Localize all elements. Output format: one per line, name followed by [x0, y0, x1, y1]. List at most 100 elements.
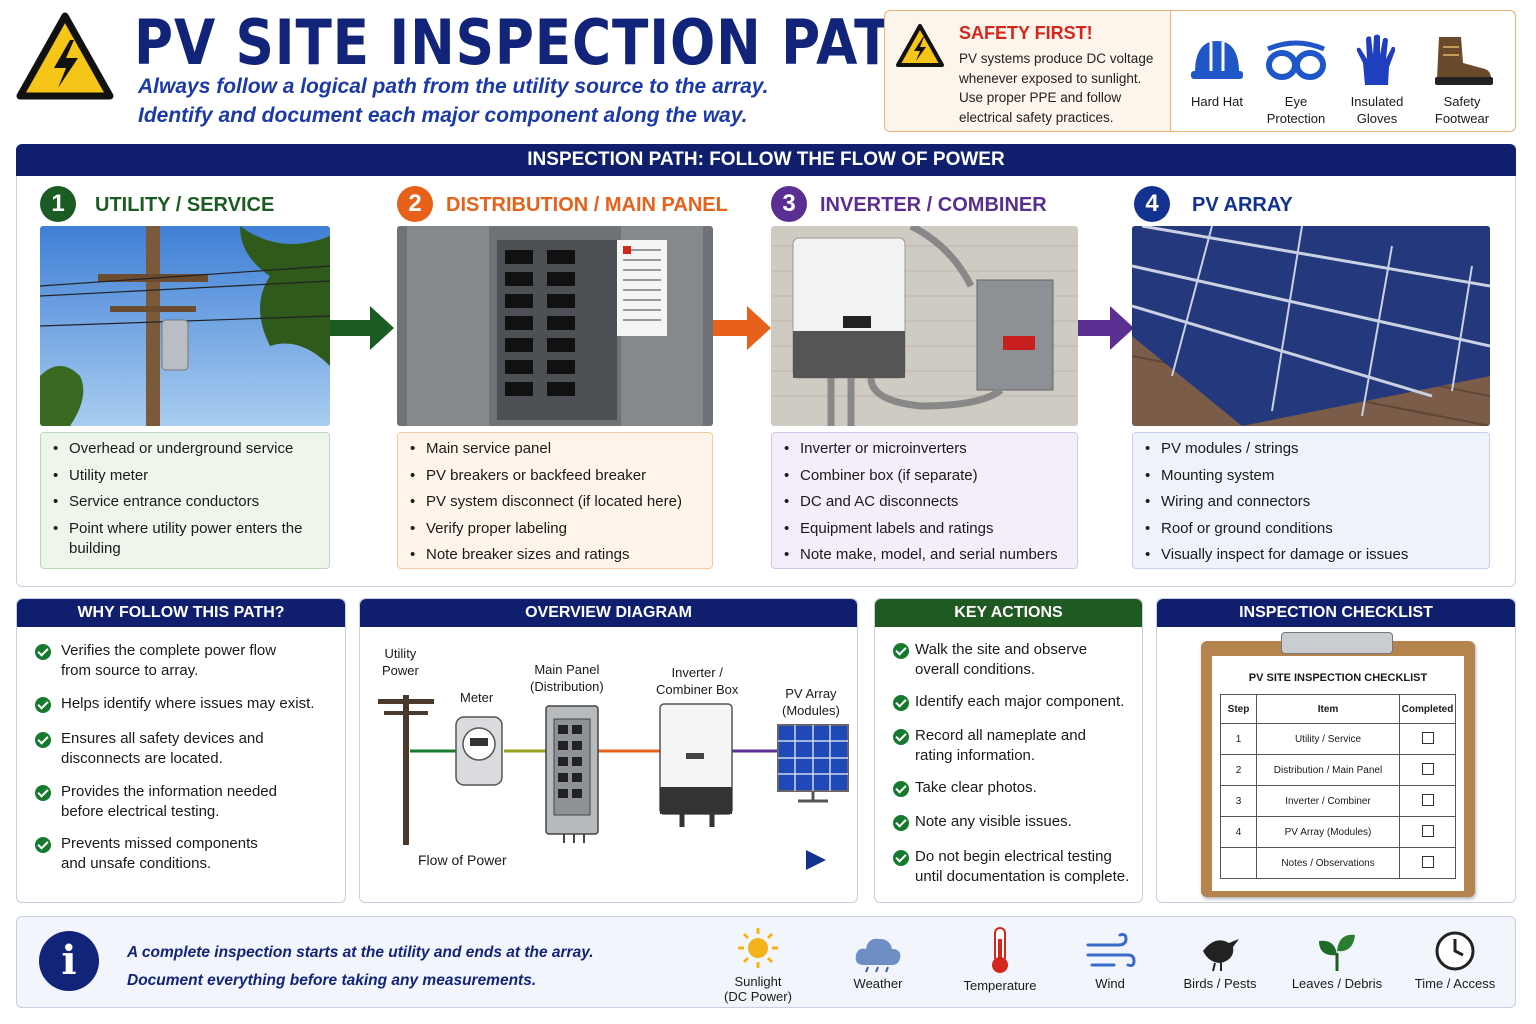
section-title: KEY ACTIONS	[875, 599, 1142, 627]
checkbox[interactable]	[1421, 824, 1434, 837]
high-voltage-warning-icon	[16, 12, 114, 100]
footer-icon-item: Wind	[1075, 931, 1145, 991]
inverter-icon	[659, 703, 733, 827]
list-item: Overhead or underground service	[51, 439, 317, 459]
list-item: PV modules / strings	[1143, 439, 1477, 459]
thermometer-icon	[992, 927, 1008, 973]
page-subtitle: Always follow a logical path from the ut…	[138, 75, 769, 98]
safety-text: PV systems produce DC voltage	[959, 51, 1154, 66]
list-item: Roof or ground conditions	[1143, 519, 1477, 539]
diagram-label: Inverter /Combiner Box	[656, 665, 739, 697]
list-item: Inverter or microinverters	[782, 439, 1065, 459]
footer-text: Document everything before taking any me…	[127, 972, 537, 989]
checkbox[interactable]	[1421, 762, 1434, 775]
list-item: Note any visible issues.	[915, 813, 1072, 830]
list-item: PV breakers or backfeed breaker	[408, 466, 700, 486]
utility-pole-icon	[378, 695, 434, 845]
section-title: WHY FOLLOW THIS PATH?	[17, 599, 345, 627]
step-checklist: PV modules / strings Mounting system Wir…	[1132, 432, 1490, 569]
list-item: Helps identify where issues may exist.	[61, 695, 315, 712]
solar-panel-icon	[777, 724, 849, 803]
step-title: PV ARRAY	[1192, 194, 1293, 216]
bird-icon	[1203, 939, 1239, 972]
checkmark-icon	[893, 695, 909, 711]
step-number-badge: 1	[40, 186, 76, 222]
checkmark-icon	[893, 643, 909, 659]
safety-title: SAFETY FIRST!	[959, 23, 1093, 43]
utility-pole-photo	[40, 226, 330, 426]
main-panel-photo	[397, 226, 713, 426]
leaves-icon	[1319, 934, 1355, 971]
step-checklist: Main service panel PV breakers or backfe…	[397, 432, 713, 569]
list-item: Main service panel	[408, 439, 700, 459]
step-number-badge: 2	[397, 186, 433, 222]
step-title: INVERTER / COMBINER	[820, 194, 1047, 216]
footer-icon-item: Time / Access	[1407, 929, 1503, 991]
list-item: Verify proper labeling	[408, 519, 700, 539]
footer-banner: i A complete inspection starts at the ut…	[16, 916, 1516, 1008]
flow-arrow-icon	[330, 306, 394, 350]
checkmark-icon	[893, 729, 909, 745]
inspection-path-banner: INSPECTION PATH: FOLLOW THE FLOW OF POWE…	[16, 144, 1516, 176]
list-item: DC and AC disconnects	[782, 492, 1065, 512]
checkbox[interactable]	[1421, 855, 1434, 868]
footer-icon-item: Weather	[835, 931, 921, 991]
hard-hat-icon	[1191, 41, 1243, 79]
page-title: PV SITE INSPECTION PATH	[134, 6, 937, 79]
checkmark-icon	[35, 644, 51, 660]
footer-icon-item: Leaves / Debris	[1285, 929, 1389, 991]
sheet-title: PV SITE INSPECTION CHECKLIST	[1248, 672, 1428, 684]
safety-glasses-icon	[1266, 40, 1326, 80]
inspection-checklist-panel: INSPECTION CHECKLIST PV SITE INSPECTION …	[1156, 598, 1516, 903]
step-number-badge: 4	[1134, 186, 1170, 222]
checkmark-icon	[35, 732, 51, 748]
list-item: Take clear photos.	[915, 779, 1037, 796]
glove-icon	[1356, 34, 1396, 85]
list-item: Wiring and connectors	[1143, 492, 1477, 512]
info-icon: i	[39, 931, 99, 991]
diagram-label: Main Panel(Distribution)	[530, 662, 604, 694]
safety-text: electrical safety practices.	[959, 109, 1114, 125]
list-item: Combiner box (if separate)	[782, 466, 1065, 486]
power-flow-diagram	[378, 695, 849, 870]
diagram-label: PV Array(Modules)	[782, 686, 840, 718]
why-follow-panel: WHY FOLLOW THIS PATH? Verifies the compl…	[16, 598, 346, 903]
step-checklist: Inverter or microinverters Combiner box …	[771, 432, 1078, 569]
list-item: Point where utility power enters the bui…	[51, 519, 317, 559]
section-title: INSPECTION CHECKLIST	[1157, 599, 1515, 627]
diagram-label: Meter	[460, 690, 494, 705]
checkbox[interactable]	[1421, 793, 1434, 806]
step-checklist: Overhead or underground service Utility …	[40, 432, 330, 569]
footer-icon-item: Birds / Pests	[1175, 929, 1265, 991]
section-title: OVERVIEW DIAGRAM	[360, 599, 857, 627]
wind-icon	[1086, 933, 1136, 967]
checkbox[interactable]	[1421, 731, 1434, 744]
checkmark-icon	[35, 837, 51, 853]
checkmark-icon	[893, 850, 909, 866]
flow-of-power-label: Flow of Power	[418, 852, 507, 868]
boot-icon	[1435, 37, 1493, 85]
list-item: Visually inspect for damage or issues	[1143, 545, 1477, 565]
footer-icon-item: Sunlight(DC Power)	[713, 925, 803, 1004]
footer-icon-item: Temperature	[955, 925, 1045, 993]
step-title: UTILITY / SERVICE	[95, 194, 275, 216]
inverter-photo	[771, 226, 1078, 426]
step-title: DISTRIBUTION / MAIN PANEL	[446, 194, 728, 216]
list-item: Note make, model, and serial numbers	[782, 545, 1065, 565]
meter-icon	[455, 716, 503, 786]
